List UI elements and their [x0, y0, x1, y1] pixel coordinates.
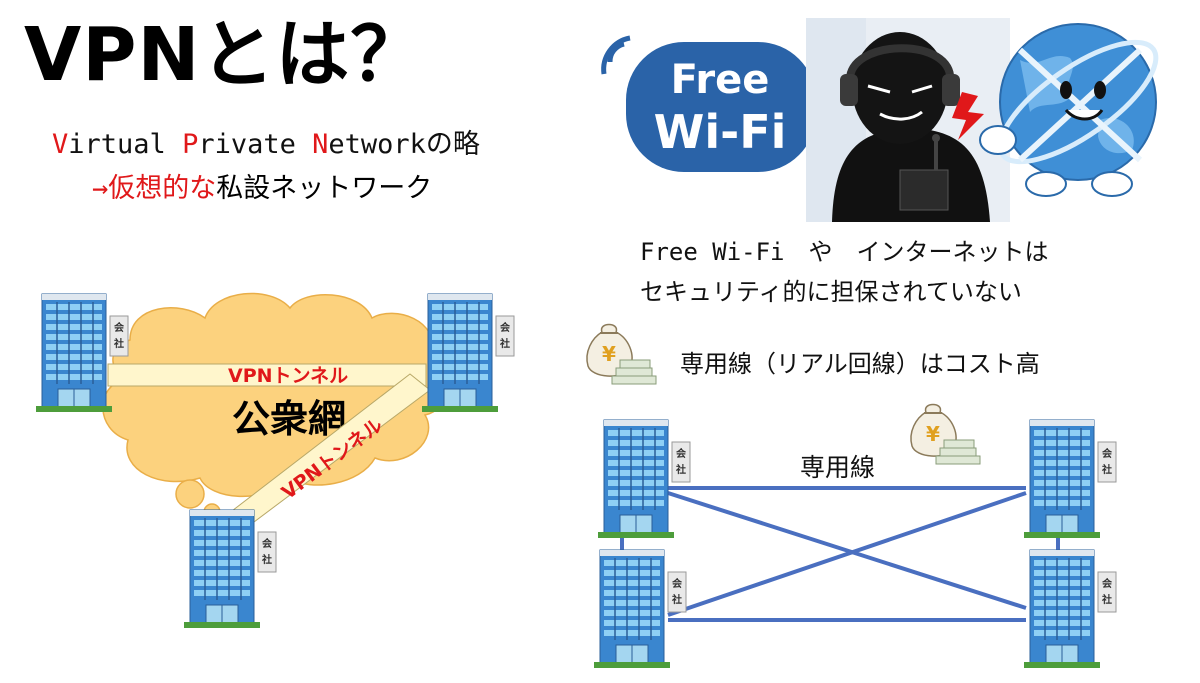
company-building-right	[421, 293, 515, 413]
svg-text:¥: ¥	[926, 422, 940, 446]
leased-line-label: 専用線	[800, 453, 876, 482]
money-bag-icon: ¥	[586, 323, 657, 385]
svg-text:¥: ¥	[602, 342, 616, 366]
word-etwork: etworkの略	[328, 129, 480, 160]
wifi-sign-bottom: Wi-Fi	[654, 105, 787, 159]
letter-v: V	[52, 129, 69, 160]
definition-red-part: →仮想的な	[92, 173, 217, 204]
page-title: VPNとは？	[24, 12, 426, 98]
money-bag-icon-2: ¥	[910, 403, 981, 465]
leased-building-top-left	[597, 419, 691, 539]
leased-building-top-right	[1023, 419, 1117, 539]
leased-lines	[620, 486, 1060, 622]
word-rivate: rivate	[198, 129, 313, 160]
leased-building-bottom-left	[593, 549, 687, 669]
wifi-caption-line-2: セキュリティ的に担保されていない	[640, 278, 1022, 306]
cloud-label: 公衆網	[232, 397, 346, 441]
company-building-bottom	[183, 509, 277, 629]
leased-building-bottom-right	[1023, 549, 1117, 669]
free-wifi-sign: Free Wi-Fi	[601, 35, 816, 172]
hacker-illustration	[806, 18, 1010, 222]
wifi-sign-top: Free	[671, 57, 770, 103]
wifi-caption-line-1: Free Wi-Fi や インターネットは	[640, 238, 1049, 266]
letter-p: P	[182, 129, 199, 160]
letter-n: N	[312, 129, 329, 160]
vpn-definition-english: Virtual Private Networkの略	[52, 122, 480, 161]
vpn-definition-japanese: →仮想的な私設ネットワーク	[92, 166, 432, 205]
globe-character	[979, 23, 1159, 197]
tunnel-label-1: VPNトンネル	[228, 365, 348, 387]
vpn-tunnel-horizontal: VPNトンネル	[107, 363, 427, 387]
lightning-icon	[952, 92, 984, 140]
definition-black-part: 私設ネットワーク	[216, 173, 433, 204]
word-irtual: irtual	[68, 129, 183, 160]
leased-line-cost-caption: 専用線（リアル回線）はコスト高	[680, 350, 1040, 378]
